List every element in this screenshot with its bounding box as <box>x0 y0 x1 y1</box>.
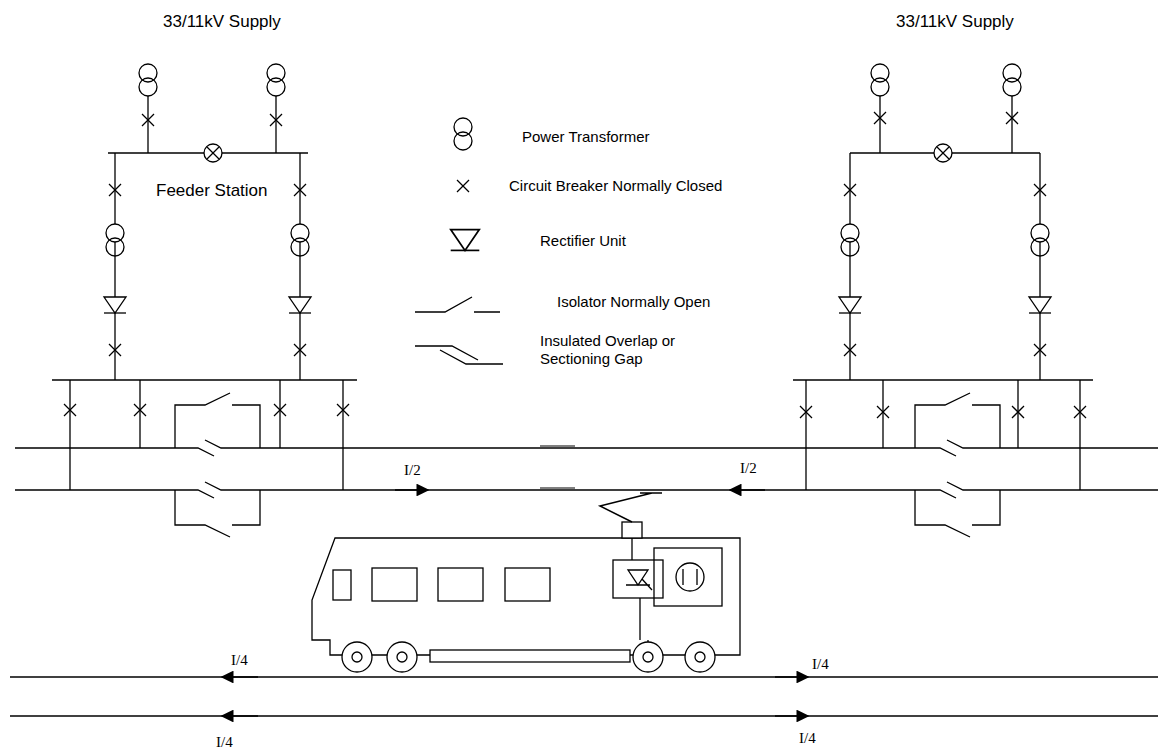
legend-entry: Power Transformer <box>522 128 822 146</box>
right-feeder-station <box>793 64 1093 537</box>
supply-label: 33/11kV Supply <box>161 12 283 32</box>
left-feeder-station <box>52 64 357 537</box>
current-label: I/4 <box>214 733 235 751</box>
current-label: I/2 <box>738 459 759 477</box>
legend-text: Insulated Overlap or Sectioning Gap <box>540 332 675 367</box>
overhead-conductors <box>15 440 1158 498</box>
current-label: I/4 <box>797 729 818 747</box>
legend-entry: Insulated Overlap or Sectioning Gap <box>540 332 705 368</box>
station-label: Feeder Station <box>154 181 270 201</box>
legend-entry: Circuit Breaker Normally Closed <box>509 177 829 195</box>
current-label: I/4 <box>810 655 831 673</box>
current-label: I/2 <box>402 461 423 479</box>
legend-text: Isolator Normally Open <box>557 293 710 310</box>
legend-text: Circuit Breaker Normally Closed <box>509 177 722 194</box>
supply-label: 33/11kV Supply <box>894 12 1016 32</box>
legend-text: Rectifier Unit <box>540 232 626 249</box>
legend-entry: Isolator Normally Open <box>557 293 857 311</box>
current-label: I/4 <box>229 651 250 669</box>
running-rails <box>10 677 1158 716</box>
electric-train <box>312 493 740 672</box>
legend-symbols <box>415 118 503 364</box>
current-arrows <box>222 490 808 716</box>
legend-entry: Rectifier Unit <box>540 232 840 250</box>
legend-text: Power Transformer <box>522 128 650 145</box>
